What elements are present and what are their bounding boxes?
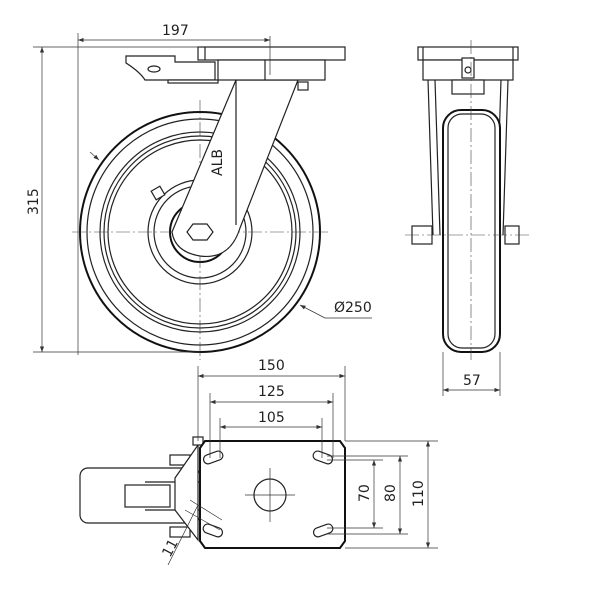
dim-hole-spacing-inner-y: 70 bbox=[357, 484, 373, 502]
bottom-view: 150 125 105 70 80 110 bbox=[79, 358, 438, 566]
dim-315: 315 bbox=[26, 46, 200, 353]
dim-hole-spacing-outer-x: 125 bbox=[258, 384, 285, 400]
dim-80: 80 bbox=[327, 455, 408, 535]
dim-11: 11 bbox=[159, 499, 223, 566]
dim-overall-width: 197 bbox=[162, 23, 189, 39]
dim-plate-width: 110 bbox=[411, 480, 427, 507]
dim-hole-slot: 11 bbox=[159, 537, 181, 560]
dim-105: 105 bbox=[219, 410, 323, 458]
dim-hole-spacing-inner-x: 105 bbox=[258, 410, 285, 426]
mounting-plate bbox=[199, 440, 346, 549]
top-plate-front bbox=[125, 46, 346, 84]
side-view: 57 bbox=[405, 40, 530, 396]
dim-plate-length: 150 bbox=[258, 358, 285, 374]
front-view: ALB 197 315 Ø250 bbox=[26, 23, 372, 360]
dim-diameter: Ø250 bbox=[89, 151, 372, 319]
dim-57: 57 bbox=[442, 352, 501, 396]
dim-110: 110 bbox=[345, 440, 438, 549]
dim-overall-height: 315 bbox=[26, 188, 42, 215]
dim-150: 150 bbox=[197, 358, 346, 441]
mounting-holes bbox=[202, 450, 334, 538]
dim-hole-spacing-outer-y: 80 bbox=[383, 484, 399, 502]
dim-197: 197 bbox=[77, 23, 271, 355]
dim-wheel-width: 57 bbox=[463, 373, 481, 389]
dim-wheel-diameter: Ø250 bbox=[334, 300, 372, 316]
dim-125: 125 bbox=[209, 384, 334, 458]
svg-text:ALB: ALB bbox=[210, 149, 226, 176]
dim-70: 70 bbox=[327, 459, 383, 529]
fork-front: ALB bbox=[150, 79, 309, 258]
